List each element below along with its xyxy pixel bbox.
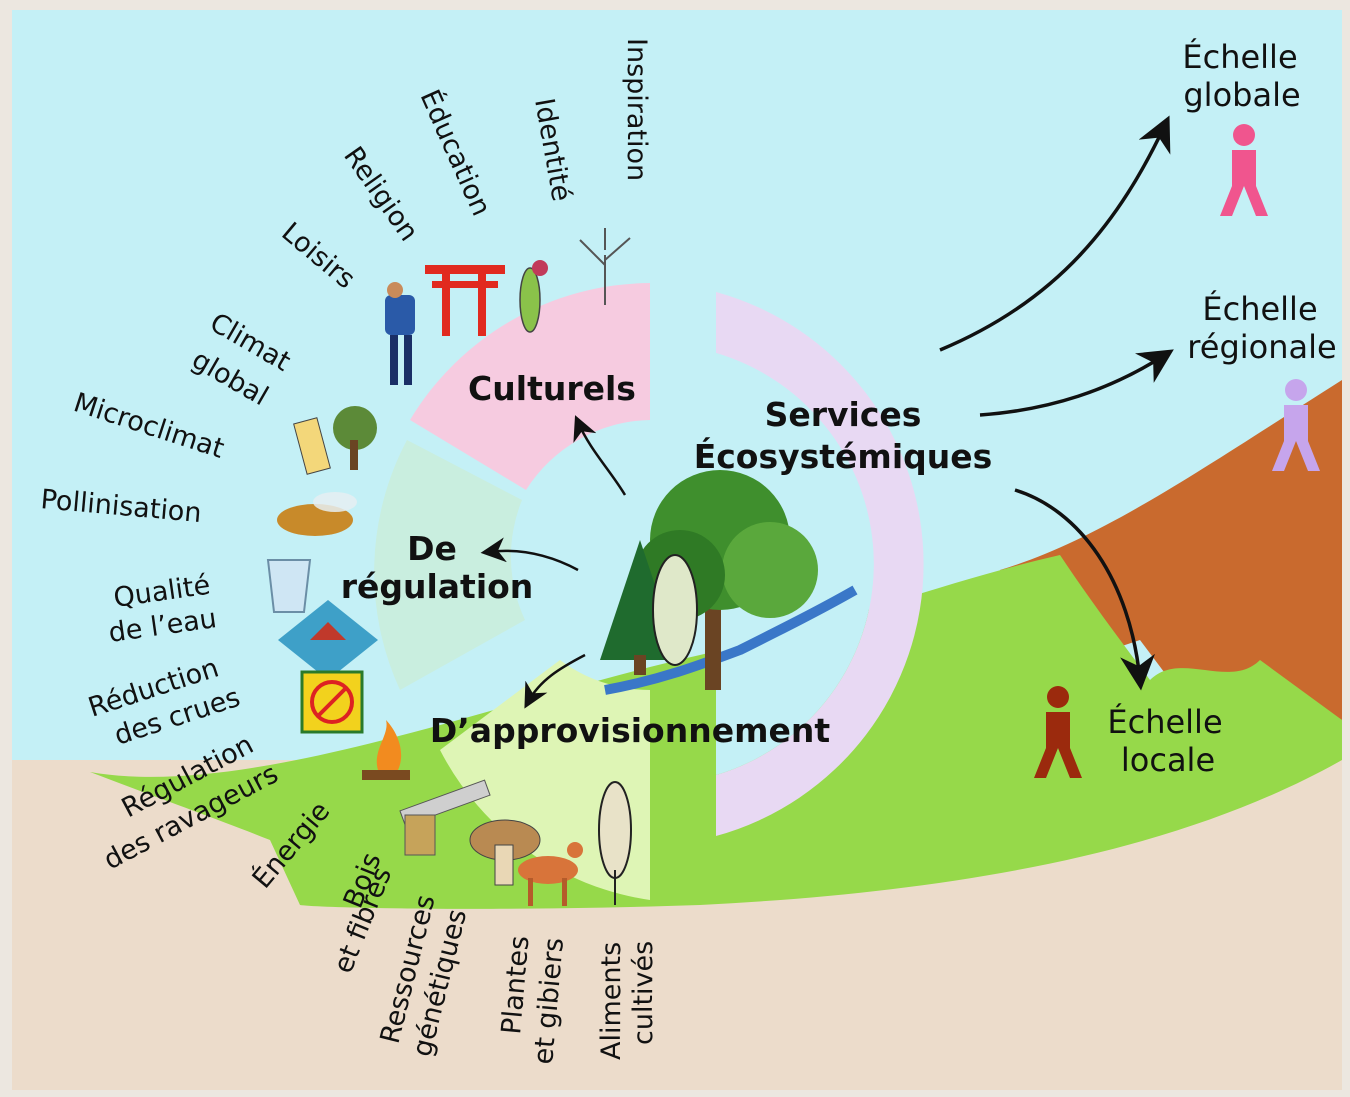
river <box>604 585 858 695</box>
provisioning-label: D’approvisionnement <box>430 711 830 750</box>
arrow-to-regional <box>979 349 1174 417</box>
label-inspiration: Inspiration <box>621 38 652 181</box>
regulation-segment <box>374 440 525 690</box>
regulation-label-line1: De <box>407 529 457 568</box>
services-segment <box>716 292 924 836</box>
scale-regional-line2: régionale <box>1187 328 1336 366</box>
thermometer-tree-icon <box>293 406 377 475</box>
scale-local-line1: Échelle <box>1107 703 1222 741</box>
arrow-to-global <box>939 115 1171 352</box>
bee-icon <box>277 492 357 536</box>
person-local-icon <box>1034 686 1082 778</box>
arrow-to-local <box>1014 488 1155 691</box>
scale-local-line2: locale <box>1121 741 1215 779</box>
services-label-line1: Services <box>765 395 922 434</box>
scale-global-line1: Échelle <box>1182 38 1297 76</box>
bird-icon <box>519 260 548 333</box>
torii-gate-icon <box>425 265 505 336</box>
label-aliments-1: Aliments <box>596 942 627 1060</box>
person-global-icon <box>1220 124 1268 216</box>
tree-bare-icon <box>579 228 631 305</box>
cultural-label: Culturels <box>468 369 636 408</box>
arrow-to-cultural <box>573 415 627 496</box>
water-glass-icon <box>266 559 312 613</box>
label-aliments-2: cultivés <box>628 941 659 1045</box>
provisioning-segment <box>440 660 650 900</box>
hiker-icon <box>385 282 415 385</box>
scale-regional-line1: Échelle <box>1202 290 1317 328</box>
pest-icon <box>300 670 364 734</box>
campfire-icon <box>362 720 410 780</box>
central-ecosystem-illustration <box>600 470 858 695</box>
scale-global-line2: globale <box>1183 76 1300 114</box>
wheat-icon <box>598 781 632 905</box>
mushroom-icon <box>469 819 541 886</box>
arrow-to-provisioning <box>524 653 586 709</box>
person-regional-icon <box>1272 379 1320 471</box>
flood-icon <box>278 600 378 680</box>
cultural-segment <box>410 283 650 490</box>
arrow-to-regulation <box>480 537 579 572</box>
saw-wood-icon <box>399 779 491 856</box>
regulation-label-line2: régulation <box>341 567 534 606</box>
deer-icon <box>518 842 583 906</box>
services-label-line2: Écosystémiques <box>694 436 993 476</box>
